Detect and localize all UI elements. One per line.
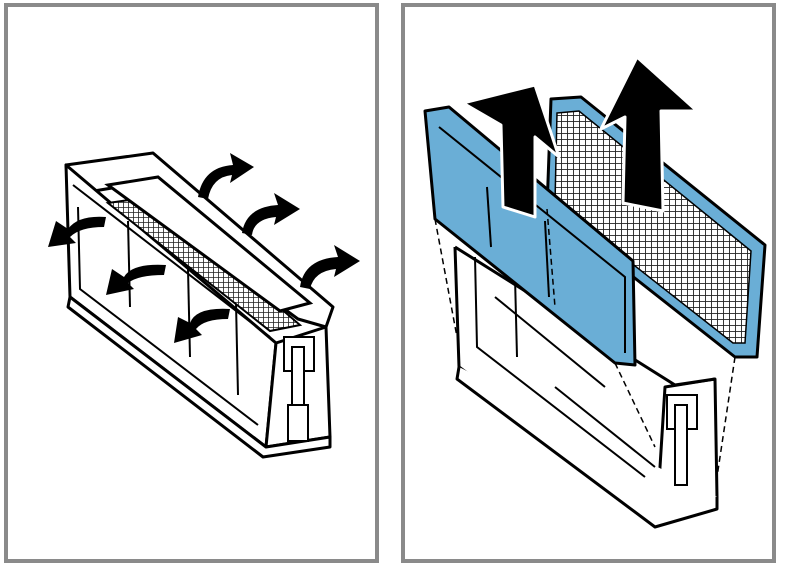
- air-flow-arrow: [174, 308, 230, 343]
- air-flow-arrows: [48, 153, 360, 343]
- guide-lines: [434, 208, 736, 478]
- air-flow-arrow: [242, 193, 300, 235]
- air-flow-arrow: [300, 245, 360, 289]
- filter-lid: [104, 175, 314, 313]
- step-panel-right: [401, 3, 776, 563]
- lift-arrow: [461, 83, 561, 219]
- step-panel-left: [4, 3, 379, 563]
- lift-arrow: [599, 55, 699, 213]
- latch: [283, 336, 315, 442]
- latch: [666, 394, 698, 486]
- air-flow-arrow: [198, 153, 254, 199]
- filter-removal-illustration: [423, 55, 767, 529]
- lift-arrows: [461, 55, 699, 219]
- air-flow-arrow: [48, 216, 106, 247]
- rear-filter: [545, 95, 767, 359]
- dust-container-illustration: [48, 151, 360, 459]
- air-flow-arrow: [106, 264, 166, 295]
